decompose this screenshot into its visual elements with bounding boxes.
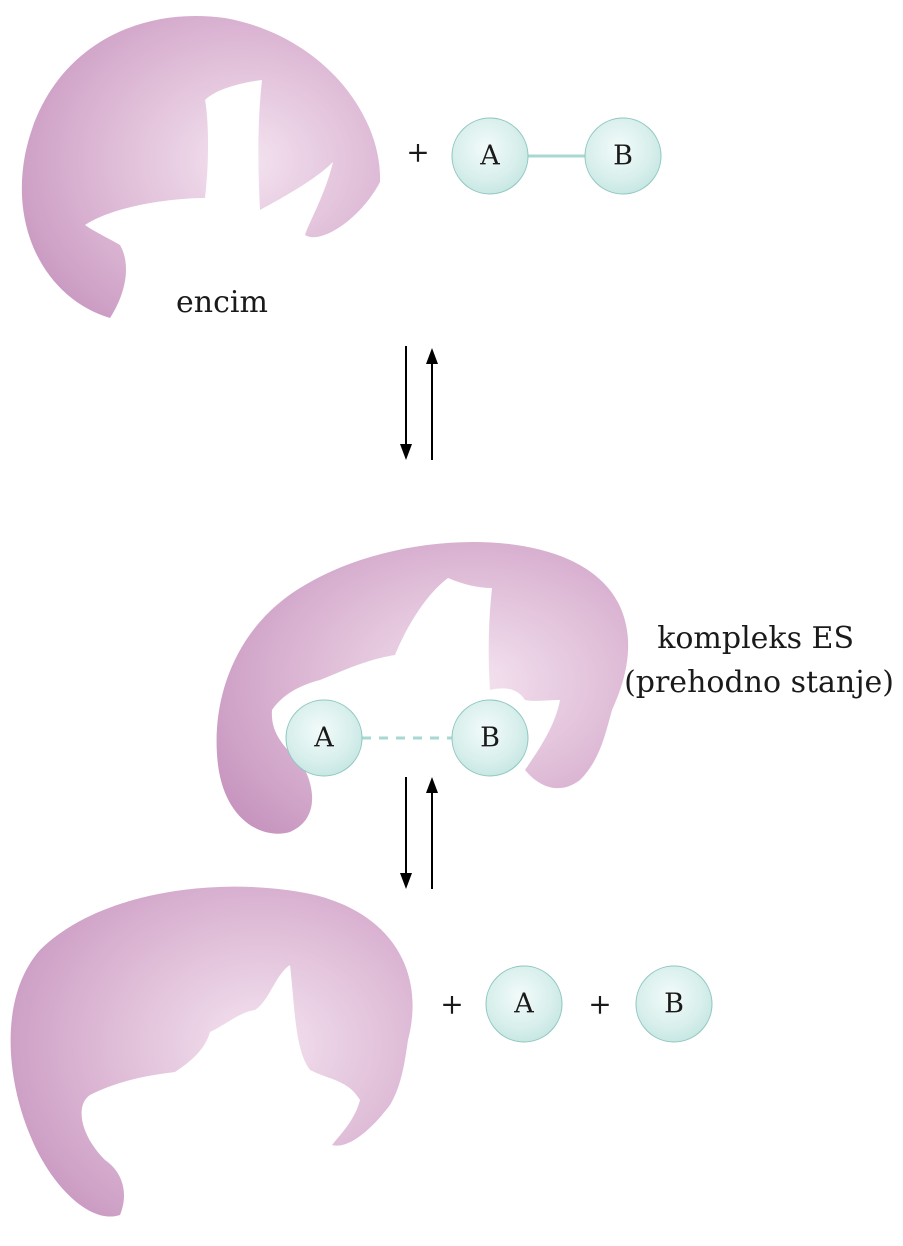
stage-es-complex: A B bbox=[217, 542, 629, 834]
product-a: A bbox=[486, 966, 562, 1042]
product-b: B bbox=[636, 966, 712, 1042]
enzyme-shape-bottom bbox=[11, 887, 413, 1217]
substrate-ab: A B bbox=[452, 118, 661, 194]
equilibrium-arrows-1 bbox=[400, 346, 438, 460]
plus-sign-bottom-1: + bbox=[440, 988, 463, 1021]
complex-a-label: A bbox=[313, 723, 334, 754]
enzyme-label: encim bbox=[176, 285, 268, 320]
equilibrium-arrows-2 bbox=[400, 777, 438, 889]
enzyme-shape-top bbox=[22, 16, 380, 318]
substrate-a-label: A bbox=[479, 141, 500, 172]
product-b-label: B bbox=[664, 989, 684, 1020]
enzyme-shape-middle bbox=[217, 542, 629, 834]
product-a-label: A bbox=[513, 989, 534, 1020]
stage-products bbox=[11, 887, 413, 1217]
plus-sign-bottom-2: + bbox=[588, 988, 611, 1021]
plus-sign-top: + bbox=[406, 136, 429, 169]
substrate-b-label: B bbox=[613, 141, 633, 172]
stage-free-enzyme bbox=[22, 16, 380, 318]
complex-b-label: B bbox=[480, 723, 500, 754]
complex-label-line1: kompleks ES bbox=[657, 621, 854, 656]
complex-label-line2: (prehodno stanje) bbox=[624, 665, 894, 700]
